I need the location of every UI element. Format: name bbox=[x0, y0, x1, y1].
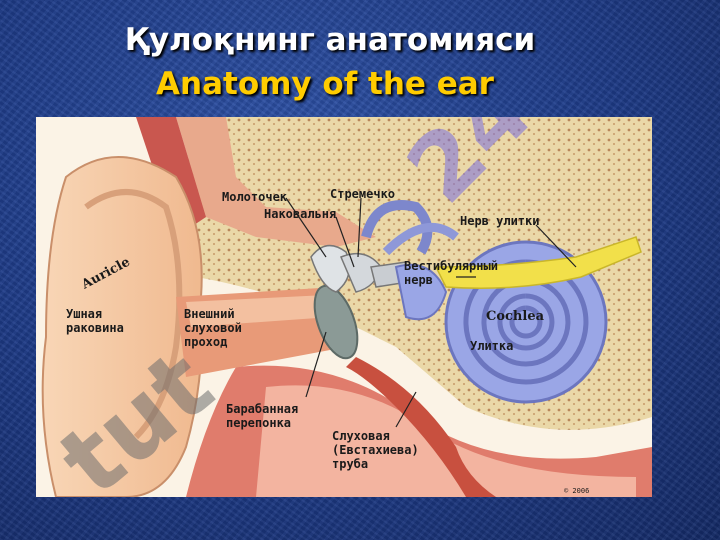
label-auricle-ru: Ушная раковина bbox=[66, 307, 124, 335]
skin-layer bbox=[176, 117, 376, 247]
ear-canal-highlight bbox=[186, 295, 331, 327]
label-ear-canal: Внешний слуховой проход bbox=[184, 307, 242, 349]
label-cochlea-en: Cochlea bbox=[486, 309, 545, 324]
label-incus: Наковальня bbox=[264, 207, 337, 221]
label-eustachian-tube: Слуховая (Евстахиева) труба bbox=[332, 429, 419, 471]
slide-title-uzbek: Қулоқнинг анатомияси bbox=[124, 22, 536, 58]
auricle-fold bbox=[84, 189, 183, 440]
eustachian-tube-shape bbox=[346, 357, 496, 497]
nerve-bundle bbox=[434, 236, 642, 289]
auricle-shape bbox=[41, 156, 203, 497]
label-vestibular-nerve: Вестибулярный нерв bbox=[404, 259, 498, 287]
ear-illustration bbox=[36, 117, 652, 497]
label-cochlear-nerve: Нерв улитки bbox=[460, 214, 540, 228]
semicircular-canal bbox=[361, 200, 433, 255]
slide-title-english: Anatomy of the ear bbox=[156, 66, 494, 102]
label-malleus: Молоточек bbox=[222, 190, 288, 204]
copyright-text: © 2006 bbox=[564, 487, 590, 495]
label-stapes: Стремечко bbox=[330, 187, 396, 201]
label-eardrum: Барабанная перепонка bbox=[226, 402, 299, 430]
eardrum-shape bbox=[313, 284, 359, 360]
semicircular-canal-2 bbox=[382, 222, 459, 256]
pointer-lines bbox=[285, 197, 577, 428]
cochlea-spiral bbox=[463, 259, 589, 385]
label-cochlea-ru: Улитка bbox=[470, 339, 514, 353]
ear-anatomy-diagram: 24 tut Auricle Ушная раковина Внешний сл… bbox=[36, 117, 652, 497]
vestibule-shape bbox=[394, 263, 448, 321]
